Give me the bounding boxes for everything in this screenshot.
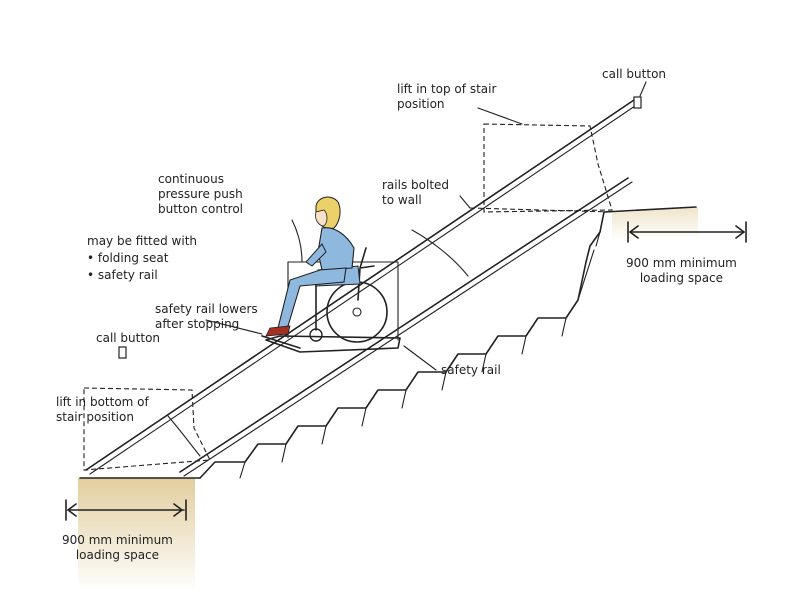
staircase-profile <box>199 211 605 479</box>
label-fitted-item-rail: • safety rail <box>87 268 158 282</box>
label-call-button-top: call button <box>602 67 667 81</box>
label-safety-rail-lowers: safety rail lowers after stopping <box>155 302 258 331</box>
safety-rail-lowered <box>261 335 301 349</box>
lower-rail <box>179 177 629 473</box>
person-face <box>315 209 328 227</box>
staircase-risers <box>239 231 601 479</box>
top-landing-line <box>603 206 697 213</box>
person-legs <box>277 267 347 329</box>
lift-platform <box>265 335 401 353</box>
label-safety-rail: safety rail <box>441 363 501 377</box>
upper-rail-inner <box>89 103 639 475</box>
wheelchair-hub <box>352 307 362 317</box>
label-lift-top: lift in top of stair position <box>397 82 497 111</box>
leader-safety-lowers <box>205 319 263 335</box>
call-button-top-icon <box>633 96 642 109</box>
leader-control <box>291 219 303 263</box>
lift-top-outline <box>483 123 613 213</box>
wheelchair-big-wheel <box>326 281 388 343</box>
lift-bottom-outline <box>83 387 211 471</box>
label-call-button-left: call button <box>96 331 161 345</box>
label-rails-bolted: rails bolted to wall <box>382 178 450 207</box>
lower-rail-inner <box>183 181 633 477</box>
leader-rails-bolted <box>411 195 471 277</box>
person-arm <box>305 243 327 267</box>
label-fitted-with: may be fitted with <box>87 234 198 248</box>
bottom-floor-shading <box>78 478 195 592</box>
dimension-top-arrows <box>627 221 747 243</box>
person-shoe <box>265 325 291 337</box>
label-loading-bottom: 900 mm minimum loading space <box>62 533 173 562</box>
dimension-bottom-arrows <box>65 499 187 521</box>
label-fitted-item-seat: • folding seat <box>87 251 169 265</box>
leader-safety-rail <box>403 345 437 371</box>
top-landing-shading <box>612 207 698 240</box>
leader-lift-top <box>477 107 523 125</box>
leader-lift-bottom <box>167 415 201 457</box>
label-continuous-control: continuous pressure push button control <box>158 172 243 216</box>
label-loading-top: 900 mm minimum loading space <box>626 256 737 285</box>
upper-rail <box>85 99 635 471</box>
leader-call-top <box>639 81 647 97</box>
label-lift-bottom: lift in bottom of stair position <box>56 395 149 424</box>
call-button-left-icon <box>118 346 127 359</box>
